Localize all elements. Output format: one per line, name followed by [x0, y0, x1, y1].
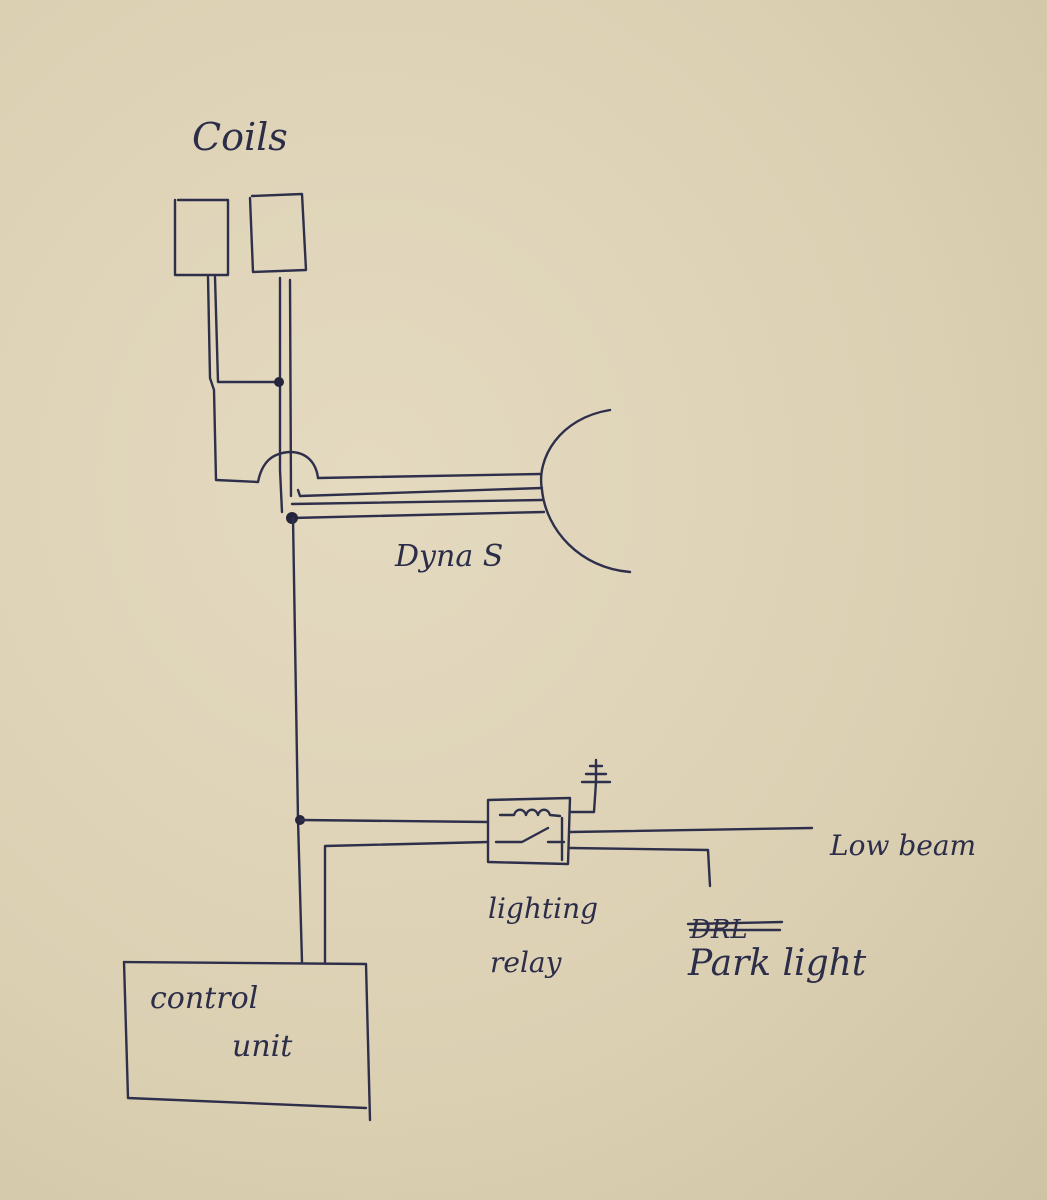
main-trunk [291, 516, 304, 964]
park-light-label: Park light [687, 943, 867, 984]
low-beam-wire [568, 826, 814, 834]
control-feed-wire [323, 840, 490, 964]
low-beam-label: Low beam [829, 829, 976, 862]
dyna-label: Dyna S [394, 539, 503, 574]
coils-label: Coils [192, 115, 288, 159]
ground-symbol [580, 758, 612, 784]
coil-right-lead-a [278, 276, 284, 514]
lighting-relay [486, 780, 598, 866]
strike-through [686, 920, 784, 932]
dyna-wire-4 [290, 510, 546, 520]
dyna-wire-1 [316, 472, 542, 480]
control-label-line1: control [150, 981, 258, 1016]
relay-feed-wire [298, 818, 490, 824]
park-light-wire [568, 846, 712, 888]
coil-left [173, 198, 230, 277]
dyna-wire-2 [296, 486, 544, 498]
control-unit-box [122, 960, 372, 1122]
coil-right-lead-b [288, 278, 293, 498]
coil-left-lead [213, 275, 282, 384]
relay-label-line2: relay [490, 946, 563, 979]
coil-right [248, 192, 308, 274]
coil-junction-dot [274, 377, 284, 387]
dyna-pickup-arc [539, 408, 632, 574]
relay-label-line1: lighting [488, 892, 598, 925]
control-label-line2: unit [232, 1029, 293, 1064]
coil-left-lead-2 [206, 275, 320, 484]
dyna-wire-3 [290, 498, 544, 506]
